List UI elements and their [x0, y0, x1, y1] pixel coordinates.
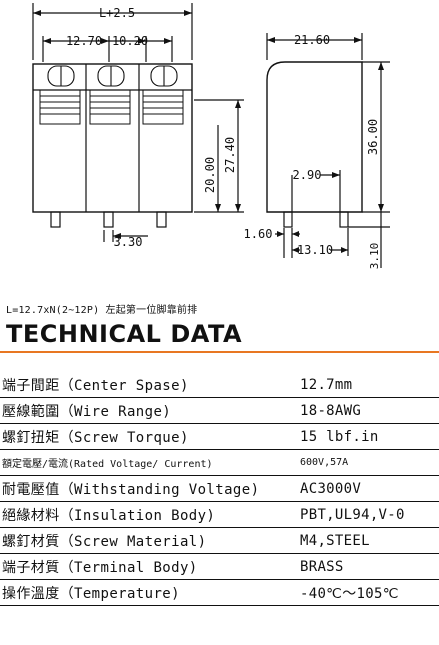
dim-pin-position: 2.90: [293, 168, 322, 182]
side-view: [266, 33, 390, 268]
front-view: [32, 3, 244, 242]
dim-height-side: 36.00: [366, 119, 380, 155]
section-heading: TECHNICAL DATA: [6, 320, 243, 348]
spec-label: 耐電壓值（Withstanding Voltage): [2, 481, 260, 498]
spec-row: 耐電壓值（Withstanding Voltage) AC3000V: [0, 476, 439, 502]
spec-label: 端子材質（Terminal Body): [2, 559, 198, 576]
spec-row: 額定電壓/電流(Rated Voltage/ Current) 600V,57A: [0, 450, 439, 476]
dim-overall-length: L+2.5: [99, 6, 135, 20]
spec-value: 12.7mm: [300, 376, 353, 393]
spec-value: -40℃～105℃: [300, 585, 399, 602]
spec-value: PBT,UL94,V-0: [300, 506, 405, 523]
spec-label: 額定電壓/電流(Rated Voltage/ Current): [2, 459, 213, 470]
spec-label: 壓線範圍（Wire Range): [2, 403, 172, 420]
dim-depth: 21.60: [294, 33, 330, 47]
dim-pin-spacing: 13.10: [297, 243, 333, 257]
spec-row: 壓線範圍（Wire Range) 18-8AWG: [0, 398, 439, 424]
spec-row: 絕緣材料（Insulation Body) PBT,UL94,V-0: [0, 502, 439, 528]
spec-value: 18-8AWG: [300, 402, 362, 419]
dim-pitch-b: 10.20: [112, 34, 148, 48]
dim-pin-offset: 3.30: [114, 235, 143, 249]
spec-label: 螺釘扭矩（Screw Torque): [2, 429, 189, 446]
dim-pin-length: 3.10: [368, 243, 381, 270]
spec-value: BRASS: [300, 558, 344, 575]
spec-row: 端子材質（Terminal Body) BRASS: [0, 554, 439, 580]
spec-table: 端子間距（Center Spase) 12.7mm 壓線範圍（Wire Rang…: [0, 372, 439, 606]
spec-label: 操作溫度（Temperature): [2, 585, 180, 602]
spec-row: 操作溫度（Temperature) -40℃～105℃: [0, 580, 439, 606]
spec-row: 螺釘材質（Screw Material) M4,STEEL: [0, 528, 439, 554]
spec-label: 端子間距（Center Spase): [2, 377, 189, 394]
heading-rule: [0, 351, 439, 353]
spec-value: 600V,57A: [300, 457, 349, 468]
spec-row: 螺釘扭矩（Screw Torque) 15 lbf.in: [0, 424, 439, 450]
length-note: L=12.7xN(2~12P) 左起第一位脚靠前排: [6, 305, 198, 316]
dim-pitch-a: 12.70: [66, 34, 102, 48]
dim-height-body: 20.00: [203, 157, 217, 193]
dim-pin-width: 1.60: [244, 227, 273, 241]
spec-label: 螺釘材質（Screw Material): [2, 533, 207, 550]
spec-label: 絕緣材料（Insulation Body): [2, 507, 216, 524]
spec-value: M4,STEEL: [300, 532, 370, 549]
spec-row: 端子間距（Center Spase) 12.7mm: [0, 372, 439, 398]
spec-value: AC3000V: [300, 480, 362, 497]
spec-value: 15 lbf.in: [300, 428, 379, 445]
dim-height-total: 27.40: [223, 137, 237, 173]
technical-drawing: L+2.5 12.70 10.20 20.00 27.40 3.30 21.60…: [32, 3, 390, 270]
